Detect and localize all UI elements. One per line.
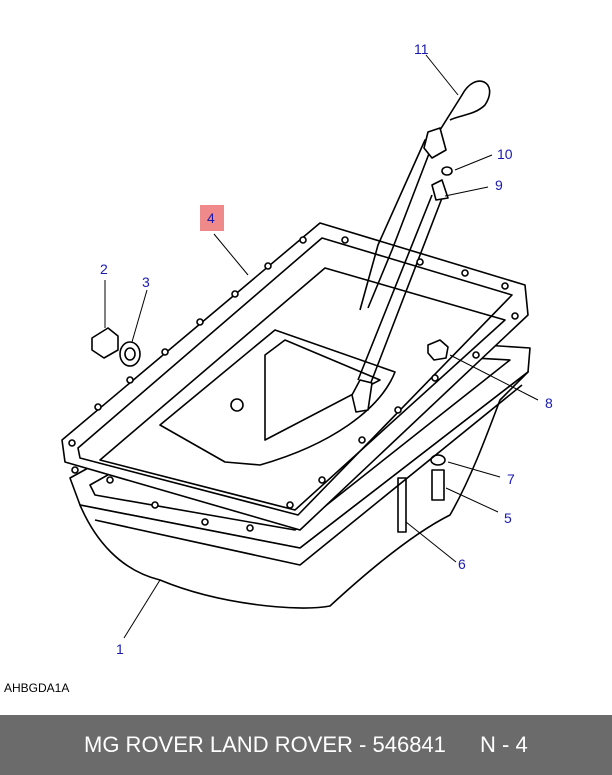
callout-6[interactable]: 6 <box>458 556 466 572</box>
parts-diagram: 1 2 3 4 5 6 7 8 9 10 11 <box>61 41 553 657</box>
gasket <box>61 222 529 531</box>
callout-2[interactable]: 2 <box>100 261 108 277</box>
bolt <box>431 469 445 501</box>
nut <box>427 339 449 361</box>
stud <box>397 477 407 533</box>
callout-9[interactable]: 9 <box>495 177 503 193</box>
drain-plug <box>91 327 119 359</box>
oil-pan-body <box>79 371 529 609</box>
callout-7[interactable]: 7 <box>507 471 515 487</box>
callout-3[interactable]: 3 <box>142 274 150 290</box>
footer-page-number: N - 4 <box>480 732 528 757</box>
callout-8[interactable]: 8 <box>545 395 553 411</box>
leader-lines <box>104 54 539 639</box>
gasket-inner <box>77 237 513 516</box>
sealing-washer <box>119 341 141 367</box>
dipstick-tube <box>357 194 443 386</box>
callout-11[interactable]: 11 <box>414 41 429 57</box>
callout-1[interactable]: 1 <box>116 641 124 657</box>
callout-4[interactable]: 4 <box>207 210 215 226</box>
footer-title: MG ROVER LAND ROVER - 546841 <box>84 732 446 757</box>
highlight-box-4 <box>200 205 224 231</box>
callout-5[interactable]: 5 <box>504 510 512 526</box>
footer-bar: MG ROVER LAND ROVER - 546841 N - 4 <box>0 715 612 775</box>
baffle-plate <box>159 329 396 466</box>
gasket-bolt-holes <box>68 236 519 532</box>
callout-10[interactable]: 10 <box>497 146 513 162</box>
diagram-reference-code: AHBGDA1A <box>4 681 70 695</box>
